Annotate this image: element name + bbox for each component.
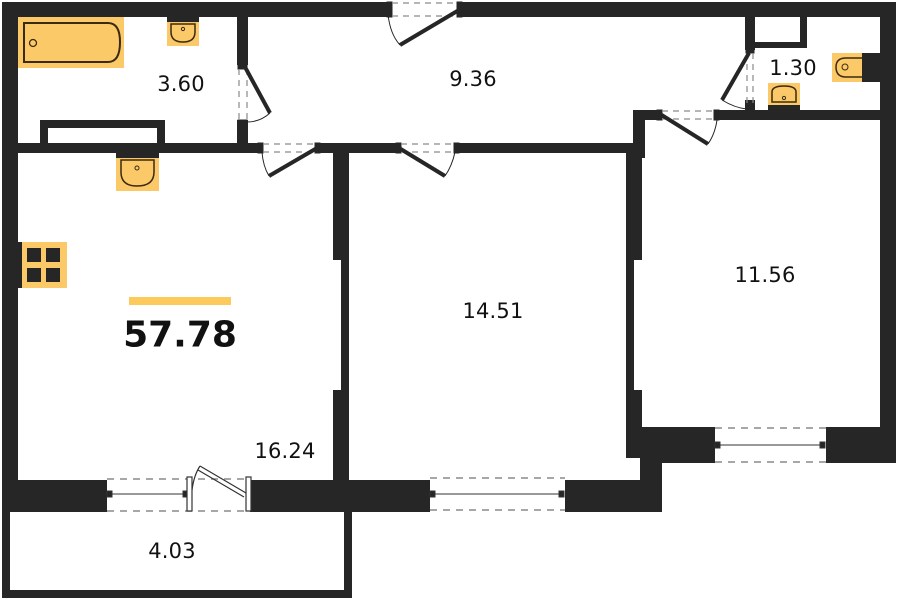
toilet-sink-icon (768, 83, 800, 110)
toilet-door (720, 47, 755, 112)
bedroom1-door (395, 142, 460, 178)
room-area-bathroom: 3.60 (157, 72, 205, 96)
bathtub-icon (18, 17, 124, 68)
doors[interactable] (237, 1, 755, 178)
room-area-bedroom-1: 14.51 (462, 299, 524, 323)
bedroom2-door (656, 109, 720, 146)
window-panes (106, 441, 826, 498)
room-area-kitchen-living: 16.24 (254, 439, 316, 463)
room-area-balcony: 4.03 (148, 539, 196, 563)
total-area: 57.78 (123, 314, 237, 356)
bathroom-door (237, 63, 272, 126)
kitchen-sink-icon (116, 153, 159, 191)
room-area-toilet: 1.30 (769, 56, 817, 80)
bathroom-sink-icon (167, 17, 199, 46)
balcony-door[interactable] (186, 465, 252, 512)
total-area-accent-bar (129, 297, 231, 305)
fixtures (18, 17, 880, 288)
kitchen-door (257, 142, 321, 178)
stove-icon (18, 242, 67, 288)
windows (107, 427, 826, 512)
entrance-door (386, 1, 463, 47)
room-area-hallway: 9.36 (449, 67, 497, 91)
toilet-bowl-icon (832, 53, 880, 82)
room-area-bedroom-2: 11.56 (734, 263, 796, 287)
